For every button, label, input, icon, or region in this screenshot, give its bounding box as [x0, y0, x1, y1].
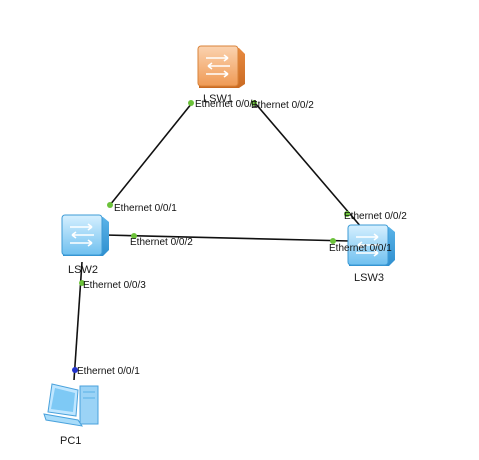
device-label-lsw1: LSW1 [203, 93, 233, 105]
device-label-pc1: PC1 [60, 435, 82, 447]
port-label: Ethernet 0/0/2 [344, 211, 407, 222]
link-lsw2-pc1[interactable] [73, 261, 83, 381]
device-label-lsw3: LSW3 [354, 272, 384, 284]
port-label: Ethernet 0/0/1 [195, 99, 258, 110]
port-indicator [344, 211, 350, 217]
port-indicator [79, 280, 85, 286]
port-label: Ethernet 0/0/3 [83, 280, 146, 291]
port-label: Ethernet 0/0/1 [329, 243, 392, 254]
switch-icon[interactable] [197, 45, 245, 88]
port-indicator [251, 100, 257, 106]
port-label: Ethernet 0/0/1 [77, 366, 140, 377]
switch-icon[interactable] [347, 224, 395, 266]
link-lsw2-lsw3[interactable] [104, 234, 351, 242]
device-label-lsw2: LSW2 [68, 264, 98, 276]
port-indicator [72, 367, 78, 373]
port-label: Ethernet 0/0/1 [114, 203, 177, 214]
port-label: Ethernet 0/0/2 [130, 237, 193, 248]
port-indicator [107, 202, 113, 208]
port-indicator [330, 238, 336, 244]
port-indicator [131, 233, 137, 239]
port-label: Ethernet 0/0/2 [251, 100, 314, 111]
link-lsw1-lsw3[interactable] [254, 102, 363, 229]
pc-icon[interactable] [43, 383, 99, 427]
switch-icon[interactable] [61, 214, 109, 256]
link-lsw1-lsw2[interactable] [109, 102, 193, 206]
port-indicator [188, 100, 194, 106]
